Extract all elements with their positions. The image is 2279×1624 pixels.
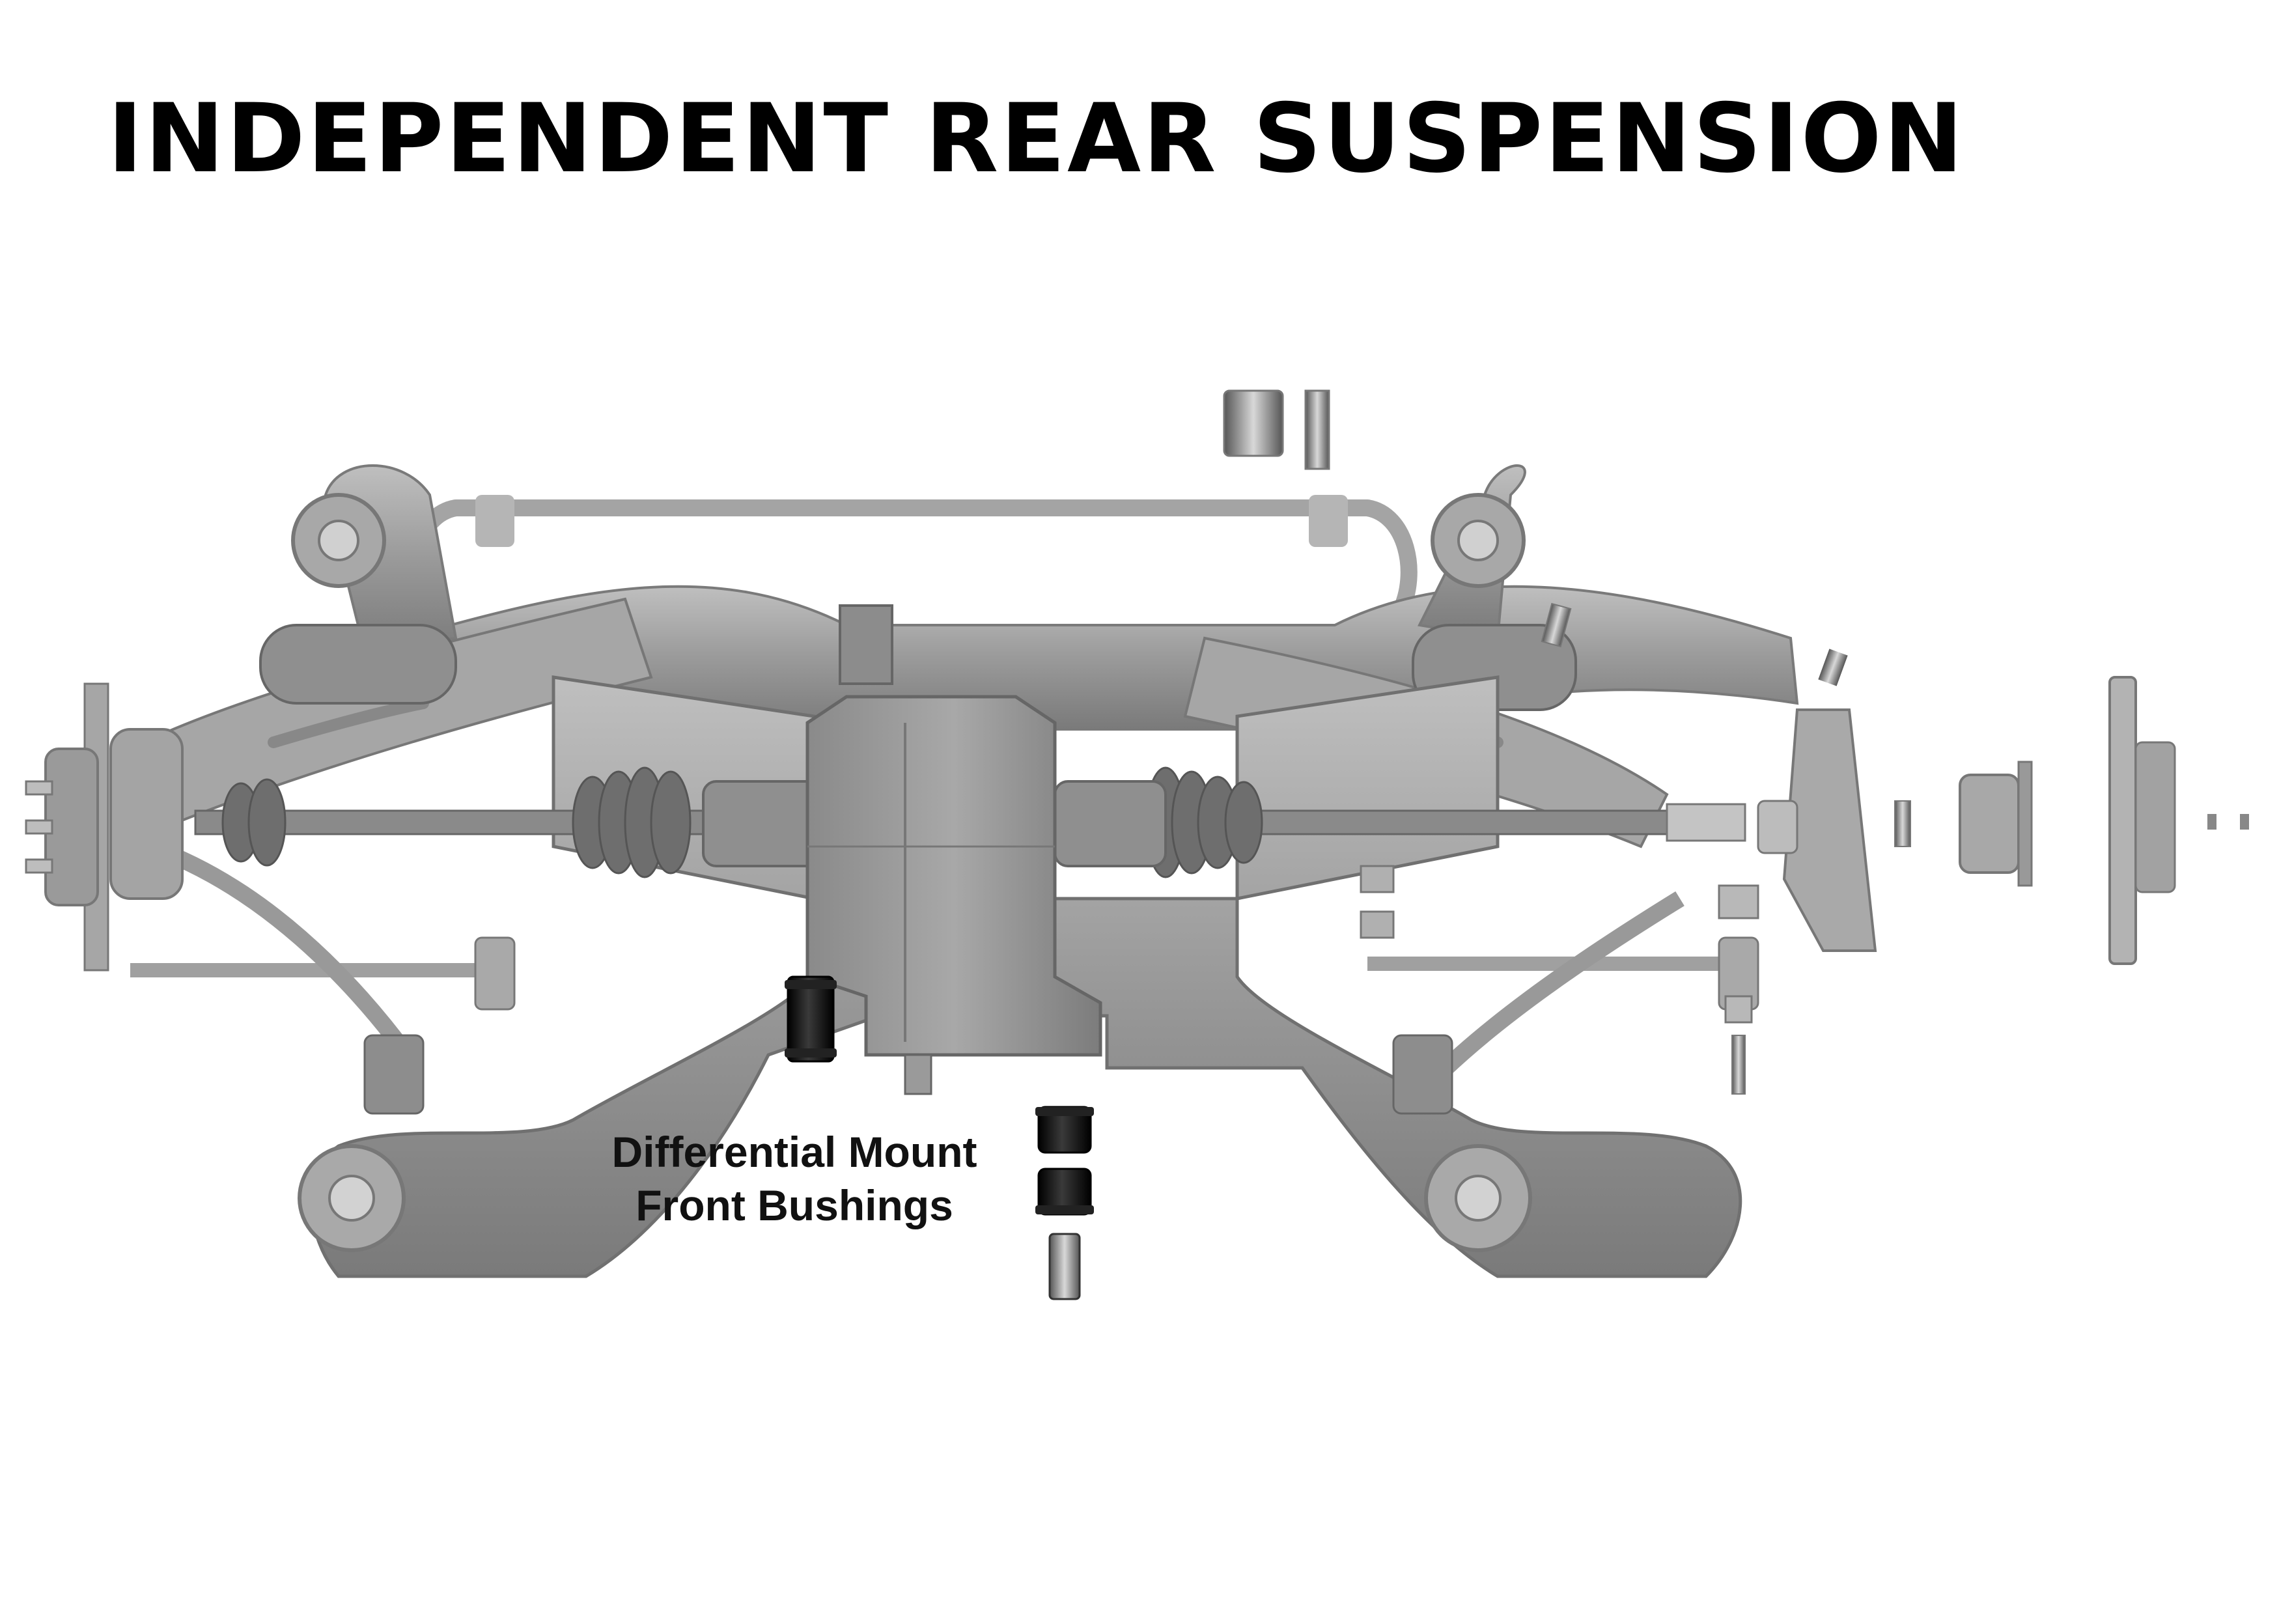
exploded-right-bushings	[1360, 865, 1759, 1095]
right-lower-rear-mount	[1424, 1144, 1532, 1252]
differential-housing	[805, 604, 1102, 1095]
callout-line-1: Differential Mount	[611, 1128, 977, 1176]
page-title: INDEPENDENT REAR SUSPENSION	[107, 83, 1965, 194]
left-trailing-link	[147, 838, 425, 1115]
right-brake-rotor-exploded	[2108, 676, 2249, 965]
callout-line-2: Front Bushings	[636, 1181, 953, 1229]
right-trailing-link	[1392, 891, 1685, 1115]
left-upper-mount	[291, 464, 458, 653]
rear-sway-bar	[406, 495, 1418, 616]
left-half-shaft	[194, 766, 822, 878]
right-half-shaft	[1054, 766, 1746, 878]
rear-lateral-link	[130, 936, 1759, 1011]
differential-mount-bushing-icon	[1035, 1106, 1094, 1154]
right-hub-exploded	[1894, 761, 2033, 887]
right-upper-mount	[1418, 464, 1526, 640]
left-damper-boot	[259, 624, 457, 705]
differential-mount-callout: Differential Mount Front Bushings	[573, 1125, 1016, 1232]
differential-mount-bushing-lower-icon	[1035, 1168, 1094, 1216]
left-hub-assembly	[25, 682, 184, 972]
bushing-sleeve-icon	[1048, 1233, 1081, 1300]
left-lower-rear-mount	[298, 1144, 406, 1252]
exploded-upper-bushings	[1223, 389, 1572, 648]
right-knuckle-exploded	[1757, 649, 1877, 952]
differential-mount-bushing-installed	[785, 975, 837, 1063]
